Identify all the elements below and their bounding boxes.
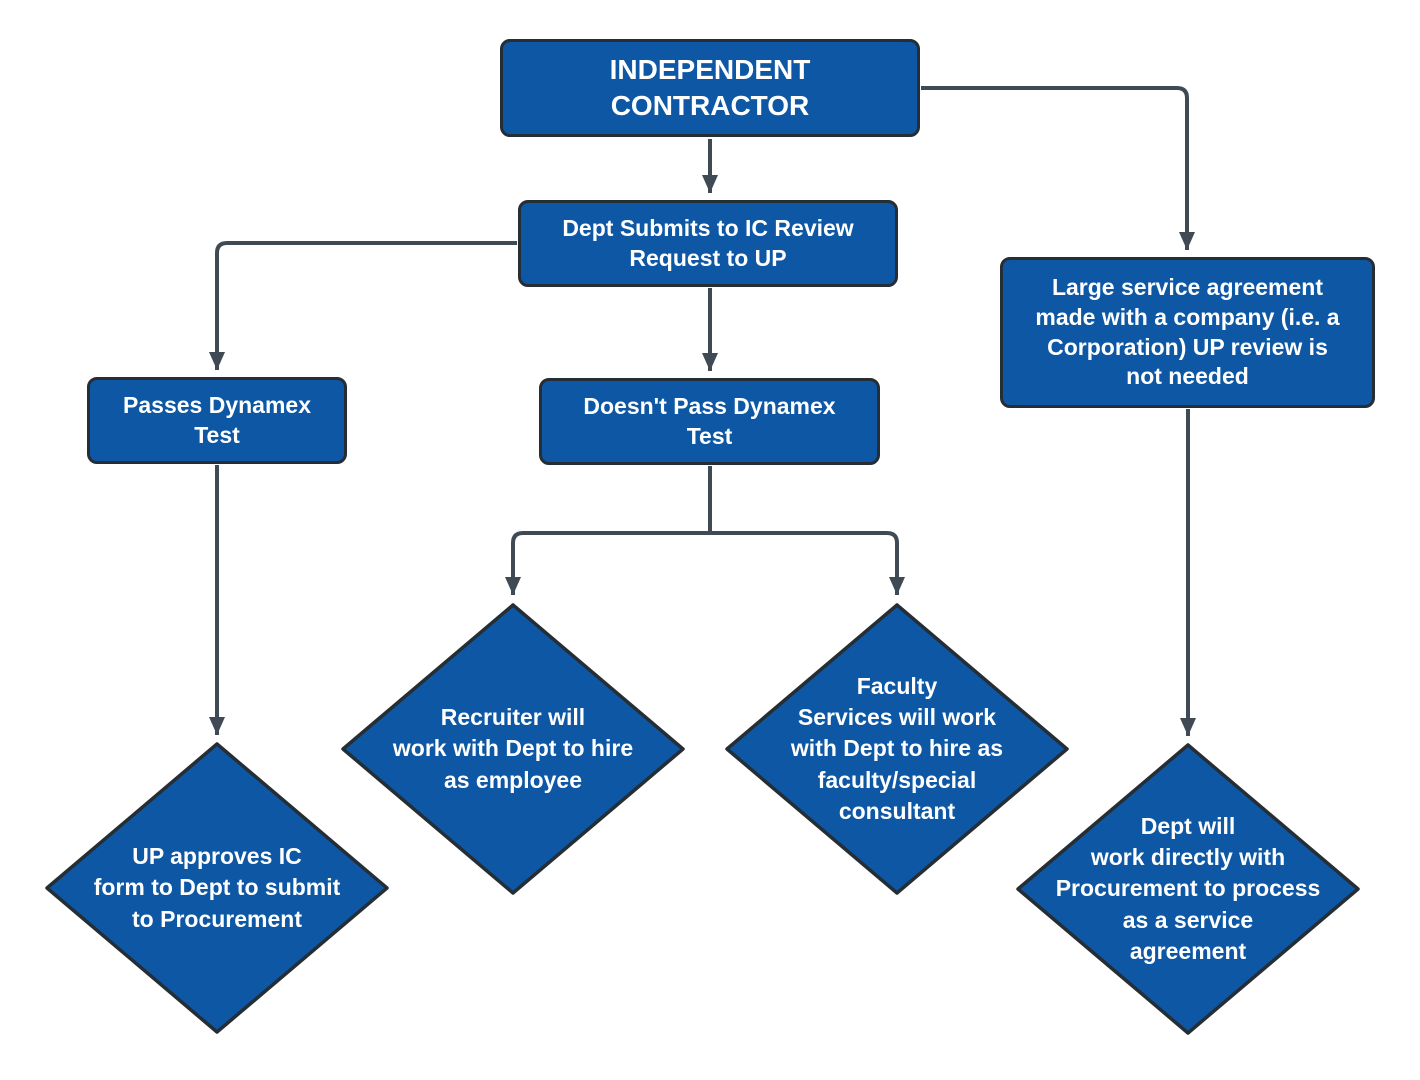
- connector-doesnt-pass-to-recruiter: [505, 531, 710, 595]
- diamond-shape: [1016, 743, 1360, 1035]
- connector-dept-submits-to-passes: [209, 241, 517, 370]
- node-faculty-services-hire-label: Faculty Services will work with Dept to …: [790, 673, 1004, 824]
- node-faculty-services-hire: Faculty Services will work with Dept to …: [725, 603, 1069, 895]
- node-independent-contractor-label: INDEPENDENT CONTRACTOR: [609, 53, 811, 121]
- node-passes-dynamex-test-label: Passes Dynamex Test: [123, 391, 311, 448]
- node-dept-procurement-service-agreement-label: Dept will work directly with Procurement…: [1055, 813, 1321, 964]
- node-large-service-agreement: Large service agreement made with a comp…: [1000, 257, 1375, 408]
- node-doesnt-pass-dynamex-test: Doesn't Pass Dynamex Test: [539, 378, 880, 465]
- node-passes-dynamex-test: Passes Dynamex Test: [87, 377, 347, 464]
- diamond-shape: [45, 742, 389, 1034]
- connector-doesnt-pass-to-faculty: [710, 531, 905, 595]
- node-dept-submits-ic-review-label: Dept Submits to IC Review Request to UP: [562, 214, 854, 271]
- node-large-service-agreement-label: Large service agreement made with a comp…: [1035, 273, 1340, 390]
- node-dept-procurement-service-agreement: Dept will work directly with Procurement…: [1016, 743, 1360, 1035]
- node-recruiter-hire-employee-label: Recruiter will work with Dept to hire as…: [392, 704, 634, 793]
- node-independent-contractor: INDEPENDENT CONTRACTOR: [500, 39, 920, 137]
- node-dept-submits-ic-review: Dept Submits to IC Review Request to UP: [518, 200, 898, 287]
- node-doesnt-pass-dynamex-test-label: Doesn't Pass Dynamex Test: [583, 392, 836, 449]
- connector-ic-to-large-service: [921, 86, 1195, 250]
- node-recruiter-hire-employee: Recruiter will work with Dept to hire as…: [341, 603, 685, 895]
- diamond-shape: [725, 603, 1069, 895]
- node-up-approves-ic-form-label: UP approves IC form to Dept to submit to…: [93, 843, 341, 932]
- node-up-approves-ic-form: UP approves IC form to Dept to submit to…: [45, 742, 389, 1034]
- diamond-shape: [341, 603, 685, 895]
